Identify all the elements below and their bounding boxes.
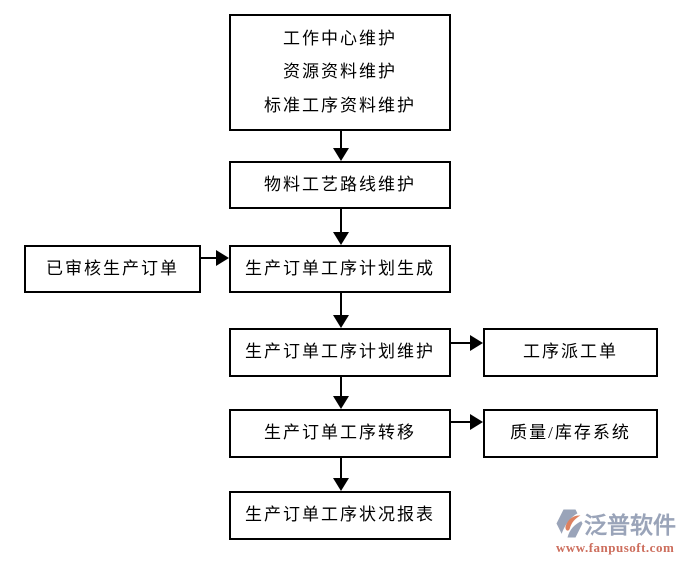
node-operation-transfer: 生产订单工序转移 — [229, 409, 451, 458]
edge-maintain-to-transfer-line — [340, 377, 342, 397]
node-master-data: 工作中心维护 资源资料维护 标准工序资料维护 — [229, 14, 451, 131]
arrow-right-icon — [216, 250, 229, 266]
brand-url: www.fanpusoft.com — [556, 540, 675, 555]
node-label: 工作中心维护 — [283, 28, 397, 48]
edge-transfer-to-report-line — [340, 458, 342, 479]
node-operation-status-report: 生产订单工序状况报表 — [229, 491, 451, 540]
node-label: 生产订单工序计划生成 — [245, 258, 435, 278]
node-operation-plan-maintain: 生产订单工序计划维护 — [229, 328, 451, 377]
node-label: 标准工序资料维护 — [264, 95, 416, 115]
arrow-down-icon — [333, 478, 349, 491]
node-label: 物料工艺路线维护 — [264, 174, 416, 194]
node-operation-dispatch-order: 工序派工单 — [483, 328, 658, 377]
node-label: 资源资料维护 — [283, 62, 397, 82]
edge-master-to-routing-line — [340, 131, 342, 150]
edge-maintain-to-dispatch-line — [451, 342, 471, 344]
arrow-right-icon — [470, 414, 483, 430]
node-label: 工序派工单 — [523, 342, 618, 362]
node-quality-inventory-system: 质量/库存系统 — [483, 409, 658, 458]
edge-approved-to-generate-line — [201, 257, 217, 259]
arrow-down-icon — [333, 148, 349, 161]
node-label: 生产订单工序状况报表 — [245, 505, 435, 525]
node-material-routing: 物料工艺路线维护 — [229, 161, 451, 209]
brand-row: 泛普软件 — [556, 506, 688, 540]
fanpu-logo-icon — [556, 509, 583, 537]
node-label: 质量/库存系统 — [510, 423, 631, 443]
node-operation-plan-generate: 生产订单工序计划生成 — [229, 245, 451, 293]
edge-transfer-to-quality-line — [451, 421, 471, 423]
edge-routing-to-generate-line — [340, 209, 342, 233]
arrow-right-icon — [470, 335, 483, 351]
node-approved-production-order: 已审核生产订单 — [24, 245, 201, 293]
brand-watermark: 泛普软件 www.fanpusoft.com — [556, 506, 688, 556]
node-label: 已审核生产订单 — [46, 258, 179, 278]
brand-name: 泛普软件 — [584, 512, 676, 538]
arrow-down-icon — [333, 396, 349, 409]
node-label: 生产订单工序计划维护 — [245, 342, 435, 362]
edge-generate-to-maintain-line — [340, 293, 342, 316]
node-label: 生产订单工序转移 — [264, 423, 416, 443]
arrow-down-icon — [333, 232, 349, 245]
arrow-down-icon — [333, 315, 349, 328]
